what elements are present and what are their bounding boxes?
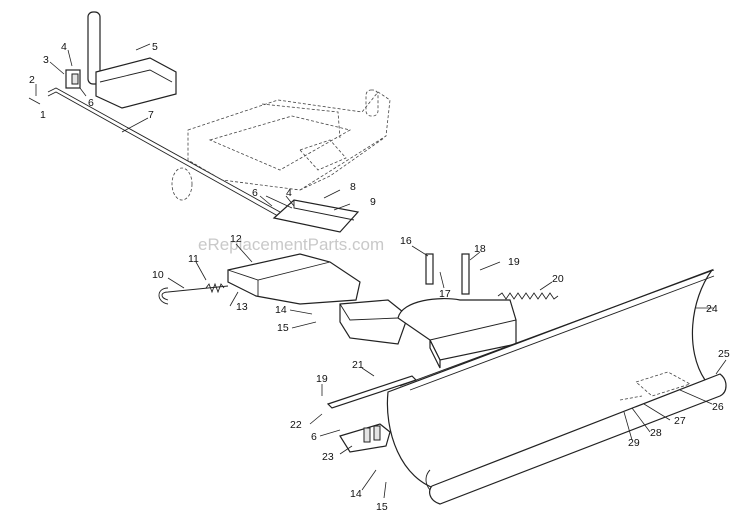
watermark: eReplacementParts.com [198, 235, 384, 254]
pivot-box [397, 297, 517, 369]
callout-26: 26 [712, 401, 724, 413]
cutting-edge [429, 373, 727, 505]
coil-spring-small [205, 282, 225, 294]
callout-10: 10 [152, 269, 164, 281]
callout-21: 21 [352, 359, 364, 371]
callout-9: 9 [370, 196, 376, 208]
callout-17: 17 [439, 288, 451, 300]
push-frame [227, 253, 409, 345]
callout-6: 6 [311, 431, 317, 443]
callout-13: 13 [236, 301, 248, 313]
return-spring [497, 292, 559, 300]
callout-23: 23 [322, 451, 334, 463]
cross-rod [326, 375, 418, 409]
callout-20: 20 [552, 273, 564, 285]
callout-1: 1 [40, 109, 46, 121]
callout-5: 5 [152, 41, 158, 53]
lift-handle [87, 11, 177, 109]
hook-rod [158, 285, 229, 305]
callout-3: 3 [43, 54, 49, 66]
tractor-frame [171, 89, 391, 201]
callout-19: 19 [316, 373, 328, 385]
callout-labels: 1 2 3 4 5 6 7 6 4 8 9 12 11 10 13 14 15 … [29, 41, 730, 513]
callout-16: 16 [400, 235, 412, 247]
callout-27: 27 [674, 415, 686, 427]
callout-28: 28 [650, 427, 662, 439]
pivot-pins [425, 253, 470, 295]
callout-15: 15 [277, 322, 289, 334]
callout-2: 2 [29, 74, 35, 86]
lever-bracket [65, 69, 81, 89]
leader-lines [28, 43, 727, 499]
pivot-bracket [339, 423, 391, 453]
callout-11: 11 [188, 253, 199, 265]
callout-18: 18 [474, 243, 486, 255]
lift-rod [47, 87, 281, 217]
callout-6: 6 [88, 97, 94, 109]
callout-4: 4 [286, 187, 292, 199]
callout-24: 24 [706, 303, 718, 315]
callout-4: 4 [61, 41, 67, 53]
mount-plate [272, 199, 360, 233]
callout-12: 12 [230, 233, 242, 245]
callout-6: 6 [252, 187, 258, 199]
callout-14: 14 [275, 304, 287, 316]
callout-14: 14 [350, 488, 362, 500]
callout-25: 25 [718, 348, 730, 360]
callout-19: 19 [508, 256, 520, 268]
callout-7: 7 [148, 109, 154, 121]
edge-bracket [619, 371, 692, 401]
callout-8: 8 [350, 181, 356, 193]
callout-29: 29 [628, 437, 640, 449]
callout-22: 22 [290, 419, 302, 431]
callout-15: 15 [376, 501, 388, 513]
